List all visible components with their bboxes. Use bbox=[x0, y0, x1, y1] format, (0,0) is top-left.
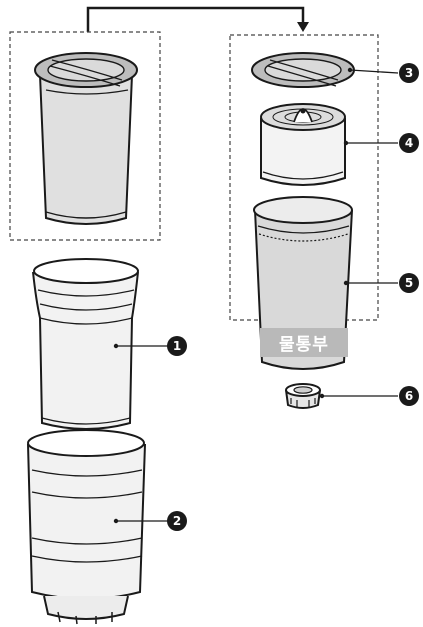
water-tank-group-label: 물통부 bbox=[260, 328, 348, 357]
callout-3: 3 bbox=[399, 63, 419, 83]
base-illustration bbox=[28, 430, 145, 624]
callout-2: 2 bbox=[167, 511, 187, 531]
outer-cup-illustration bbox=[33, 259, 138, 429]
cartridge-illustration bbox=[261, 104, 345, 185]
callout-1: 1 bbox=[167, 336, 187, 356]
leader-lines bbox=[116, 70, 398, 521]
lid-ring-illustration bbox=[252, 53, 354, 87]
assembled-tank-illustration bbox=[35, 53, 137, 224]
leader-line-3 bbox=[350, 70, 398, 73]
callout-4: 4 bbox=[399, 133, 419, 153]
callout-6: 6 bbox=[399, 386, 419, 406]
assembly-arrow bbox=[88, 8, 309, 32]
valve-cap-illustration bbox=[286, 384, 320, 408]
callout-5: 5 bbox=[399, 273, 419, 293]
